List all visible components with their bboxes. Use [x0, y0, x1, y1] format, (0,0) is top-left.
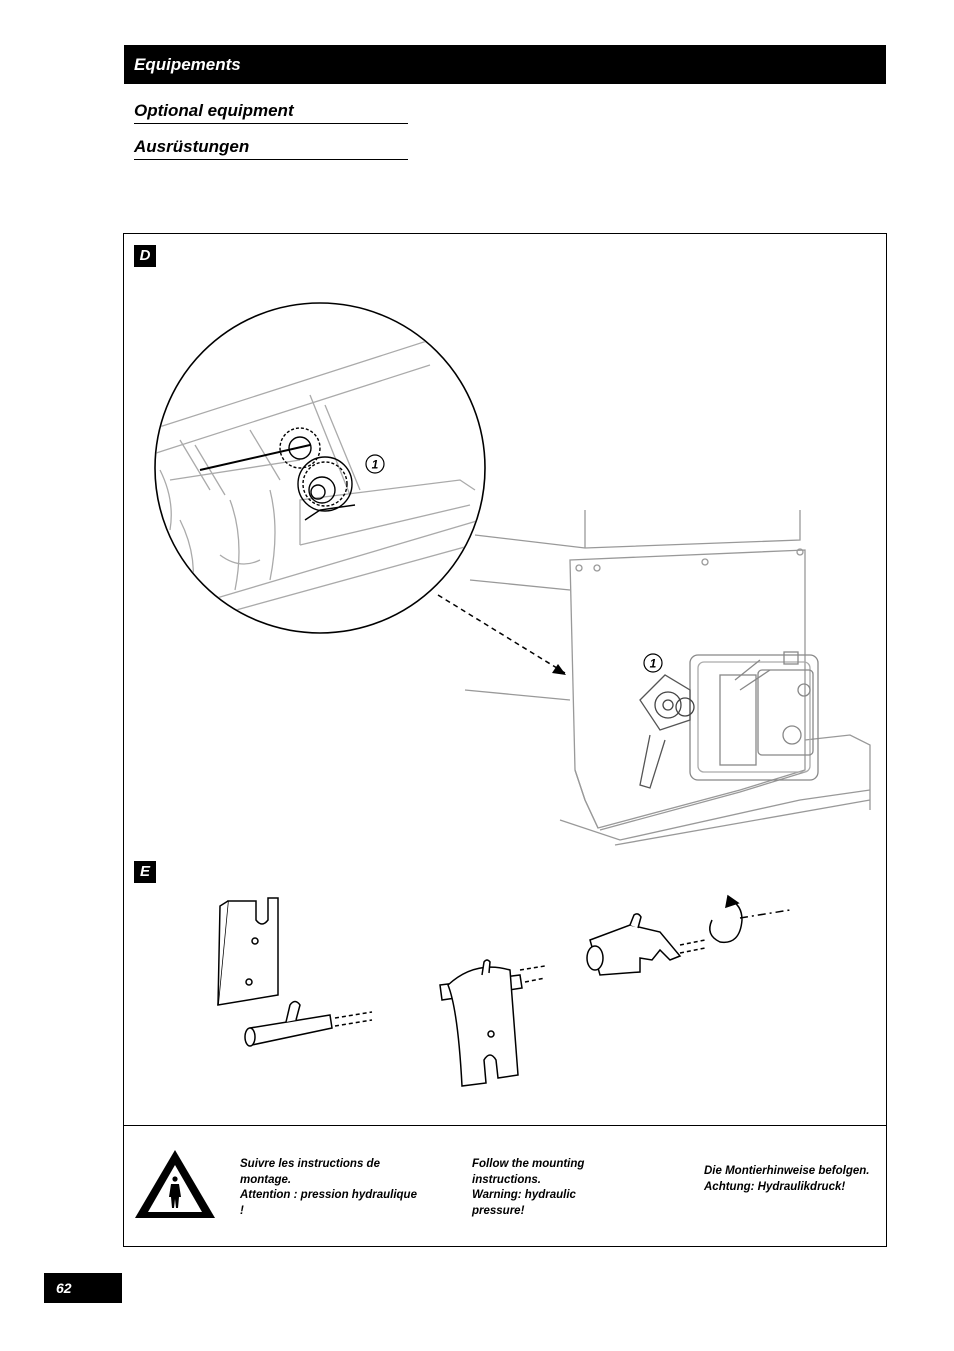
part-clamp: [586, 894, 791, 976]
part-plate-upright: [217, 897, 279, 1006]
part-pin-1: [244, 1000, 373, 1047]
section-e-label: E: [134, 861, 156, 883]
section-title: Equipements: [134, 55, 241, 74]
illustration-frame: [123, 233, 887, 1247]
callout-machine-text: 1: [650, 657, 657, 671]
frame-divider: [123, 1125, 887, 1126]
warning-text-german: Die Montierhinweise befolgen. Achtung: H…: [704, 1164, 874, 1195]
warning-text-french: Suivre les instructions de montage. Atte…: [240, 1157, 420, 1219]
section-header-bar: Equipements: [124, 45, 886, 84]
warning-english: Follow the mounting instructions. Warnin…: [472, 1158, 585, 1217]
warning-icon: [135, 1150, 215, 1218]
callout-machine: 1: [643, 653, 663, 673]
part-bracket: [439, 959, 546, 1087]
callout-detail-text: 1: [372, 458, 379, 472]
warning-french: Suivre les instructions de montage. Atte…: [240, 1158, 417, 1217]
machine-drawing: [464, 510, 871, 846]
detail-magnifier: [154, 302, 486, 634]
section-d-label: D: [134, 245, 156, 267]
subtitle-english: Optional equipment: [134, 101, 408, 124]
page-number: 62: [44, 1273, 122, 1303]
callout-detail: 1: [365, 454, 385, 474]
detail-arrow: [437, 594, 566, 675]
warning-german: Die Montierhinweise befolgen. Achtung: H…: [704, 1165, 870, 1193]
subtitle-german: Ausrüstungen: [134, 137, 408, 160]
warning-text-english: Follow the mounting instructions. Warnin…: [472, 1157, 622, 1219]
